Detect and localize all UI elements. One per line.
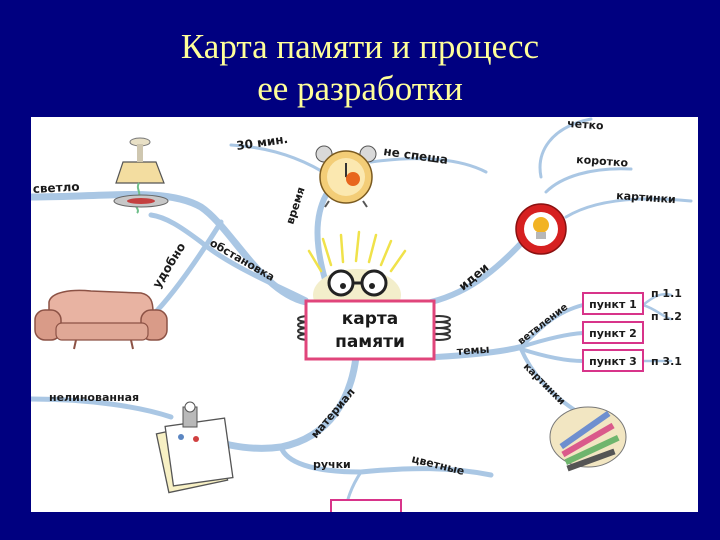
alarm-clock-icon <box>315 145 377 208</box>
center-node-line-1: карта <box>342 309 399 329</box>
slide-title: Карта памяти и процесс ее разработки <box>0 26 720 110</box>
label-p11: п 1.1 <box>651 287 682 300</box>
label-time: время <box>283 185 307 225</box>
notepad-icon <box>155 401 234 494</box>
center-node-line-2: памяти <box>335 332 405 352</box>
item-3-label: пункт 3 <box>589 355 637 368</box>
label-pictures-top: картинки <box>616 189 676 206</box>
branch-no-rush <box>369 157 488 174</box>
branch-pictures-top <box>564 197 693 219</box>
item-3-box <box>582 349 644 372</box>
colored-pens-icon <box>549 406 627 472</box>
item-1-label: пункт 1 <box>589 298 637 311</box>
branch-p11 <box>641 292 673 307</box>
branch-light <box>31 191 310 306</box>
label-unlined: нелинованная <box>49 391 139 404</box>
label-topics: темы <box>456 343 490 358</box>
item-2-box <box>582 321 644 344</box>
branch-item2 <box>519 331 585 349</box>
branch-clearly <box>538 117 593 179</box>
mind-map-branches <box>31 117 693 512</box>
lightbulb-icon <box>515 203 567 255</box>
mind-map-diagram: карта памяти пункт 1 пункт 2 пункт 3 30 … <box>31 117 693 512</box>
label-pens: ручки <box>313 458 351 471</box>
slide-title-line-2: ее разработки <box>257 69 463 108</box>
label-material: материал <box>308 386 357 441</box>
branch-item3 <box>519 347 585 363</box>
label-colored: цветные <box>410 452 466 478</box>
label-short: коротко <box>576 153 629 170</box>
branch-item1 <box>519 303 585 349</box>
label-setting: обстановка <box>208 236 277 284</box>
label-no-rush: не спеша <box>383 144 449 167</box>
center-node: карта памяти <box>304 299 436 361</box>
slide-title-line-1: Карта памяти и процесс <box>180 27 540 66</box>
lamp-icon <box>113 137 169 214</box>
mind-map-panel: карта памяти пункт 1 пункт 2 пункт 3 30 … <box>31 117 698 512</box>
branch-setting <box>148 212 309 303</box>
label-p12: п 1.2 <box>651 310 682 323</box>
item-1-box <box>582 292 644 315</box>
branch-unlined <box>31 396 174 420</box>
item-2-label: пункт 2 <box>589 327 637 340</box>
label-clearly: четко <box>567 117 605 133</box>
branch-p12 <box>641 303 673 321</box>
item-boxes: пункт 1 пункт 2 пункт 3 <box>582 292 644 372</box>
label-pictures-bottom: картинки <box>521 361 567 407</box>
bottom-node-box <box>330 499 402 512</box>
sofa-icon <box>34 289 168 350</box>
branch-short <box>544 167 633 194</box>
label-p31: п 3.1 <box>651 355 682 368</box>
label-light: светло <box>32 180 80 196</box>
branch-topics <box>433 344 524 360</box>
